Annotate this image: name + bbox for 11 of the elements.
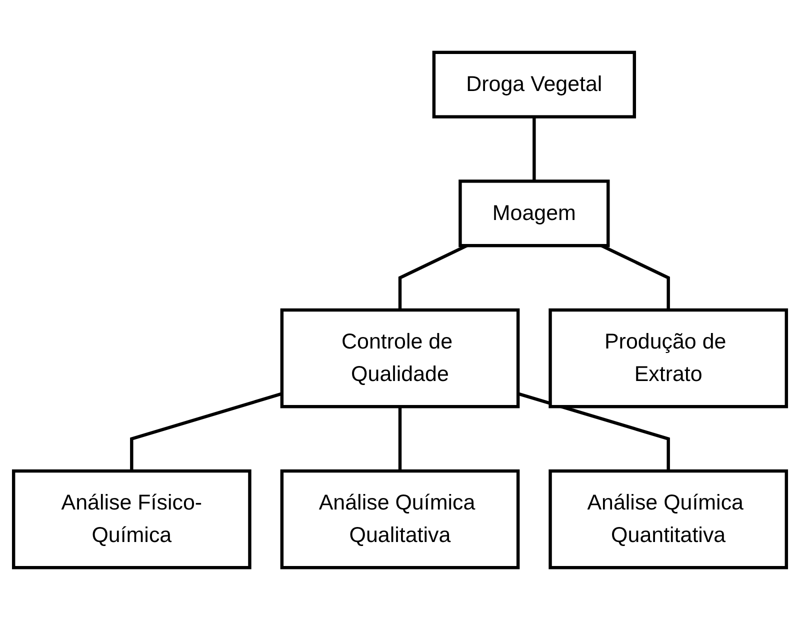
- node-box: Controle de Qualidade: [280, 308, 520, 408]
- node-box: Droga Vegetal: [432, 50, 636, 118]
- connector: [130, 392, 282, 470]
- node-box: Análise Físico-Química: [12, 468, 252, 569]
- node-box: Análise Química Qualitativa: [280, 468, 520, 569]
- connector: [532, 116, 536, 181]
- node-box: Moagem: [458, 179, 610, 247]
- connector: [518, 392, 670, 470]
- node-box: Produção de Extrato: [548, 308, 788, 408]
- node-box: Análise Química Quantitativa: [548, 468, 788, 569]
- connector: [398, 406, 402, 470]
